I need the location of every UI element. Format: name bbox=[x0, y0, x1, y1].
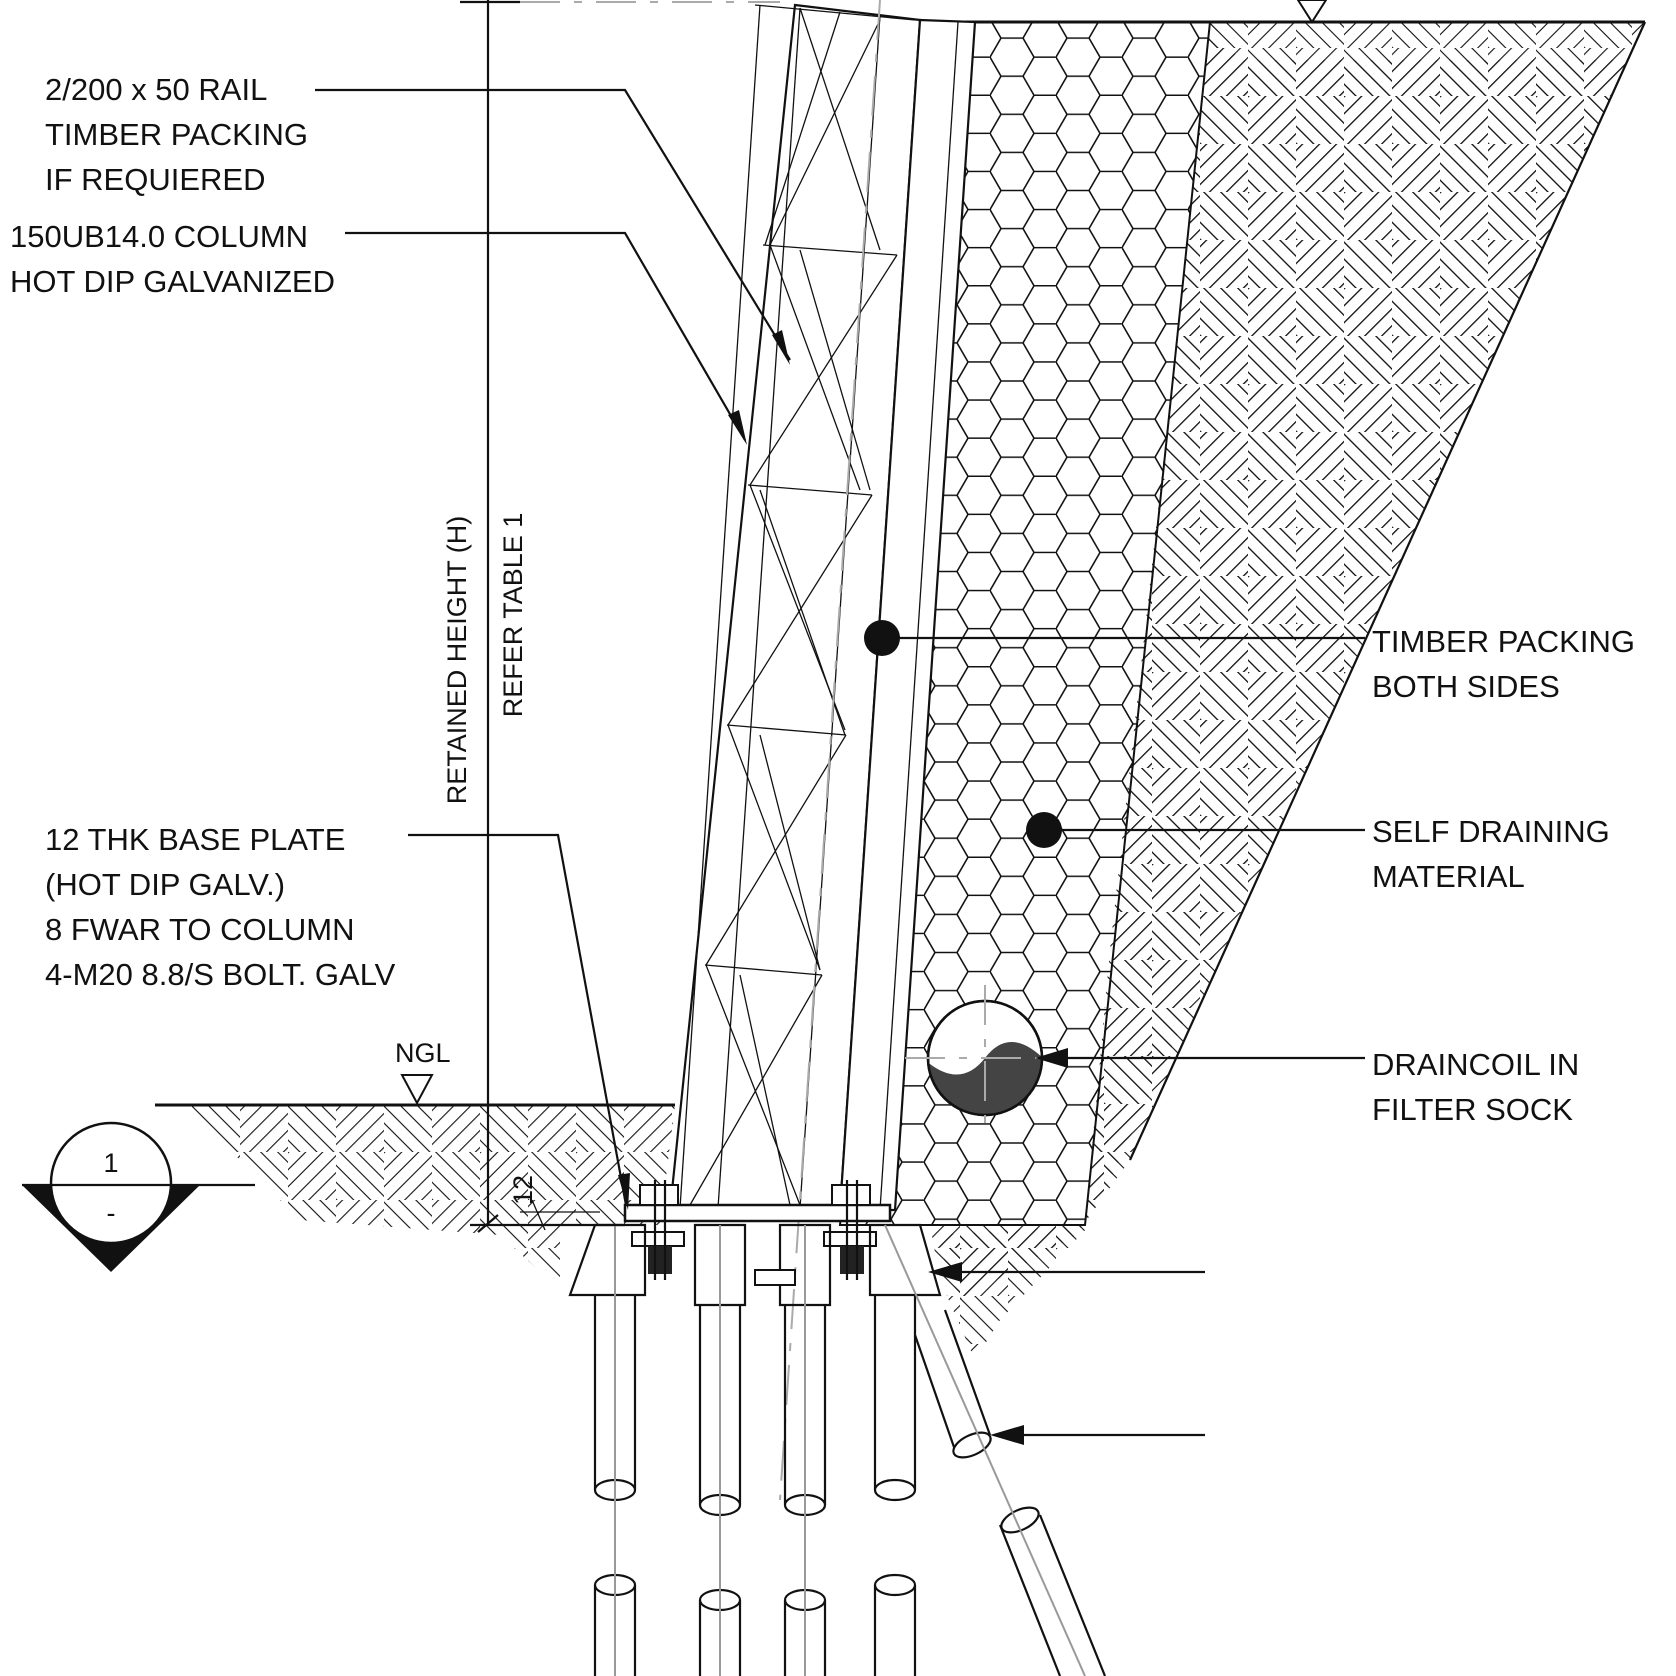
draincoil-label-line-2: FILTER SOCK bbox=[1372, 1092, 1573, 1127]
column-label-line-2: HOT DIP GALVANIZED bbox=[10, 264, 335, 299]
retained-soil-hatch-upper bbox=[1085, 22, 1645, 1225]
ngl-level-marker bbox=[400, 1074, 434, 1106]
timber-packing-label-line-1: TIMBER PACKING bbox=[1372, 624, 1635, 659]
self-draining-label: SELF DRAINING MATERIAL bbox=[1372, 814, 1618, 894]
steel-column bbox=[838, 18, 977, 1212]
rail-label-line-1: 2/200 x 50 RAIL bbox=[45, 72, 267, 107]
baseplate-label-line-4: 4-M20 8.8/S BOLT. GALV bbox=[45, 957, 396, 992]
draincoil-label-line-1: DRAINCOIL IN bbox=[1372, 1047, 1579, 1082]
baseplate-label-line-2: (HOT DIP GALV.) bbox=[45, 867, 285, 902]
retained-height-label: RETAINED HEIGHT (H) bbox=[442, 516, 472, 805]
column-label-line-1: 150UB14.0 COLUMN bbox=[10, 219, 308, 254]
retained-height-dimension bbox=[460, 0, 780, 1233]
base-plate-assembly bbox=[568, 1180, 942, 1307]
timber-rail-cross-bracing bbox=[679, 4, 916, 1209]
top-level-marker bbox=[1296, 0, 1328, 24]
ngl-label: NGL bbox=[395, 1038, 451, 1068]
refer-table-label: REFER TABLE 1 bbox=[498, 513, 528, 718]
leader-lines bbox=[315, 88, 1365, 1445]
baseplate-label-line-3: 8 FWAR TO COLUMN bbox=[45, 912, 354, 947]
rail-label-line-3: IF REQUIERED bbox=[45, 162, 265, 197]
column-centerline bbox=[779, 0, 881, 1501]
timber-packing-label: TIMBER PACKING BOTH SIDES bbox=[1372, 624, 1644, 704]
section-marker bbox=[22, 1121, 255, 1272]
section-sheet: - bbox=[107, 1198, 116, 1228]
timber-packing-label-line-2: BOTH SIDES bbox=[1372, 669, 1560, 704]
section-number: 1 bbox=[103, 1148, 118, 1178]
self-draining-label-line-2: MATERIAL bbox=[1372, 859, 1525, 894]
soil-beneath-plate-right bbox=[930, 1225, 1090, 1360]
plate-thickness-dim: 12 bbox=[508, 1175, 538, 1205]
rail-label: 2/200 x 50 RAIL TIMBER PACKING IF REQUIE… bbox=[45, 72, 317, 197]
self-draining-label-line-1: SELF DRAINING bbox=[1372, 814, 1610, 849]
natural-ground-soil-hatch bbox=[185, 1105, 675, 1290]
baseplate-label-line-1: 12 THK BASE PLATE bbox=[45, 822, 345, 857]
column-label: 150UB14.0 COLUMN HOT DIP GALVANIZED bbox=[10, 219, 335, 299]
draincoil-label: DRAINCOIL IN FILTER SOCK bbox=[1372, 1047, 1588, 1127]
draincoil-pipe bbox=[905, 985, 1065, 1130]
rail-label-line-2: TIMBER PACKING bbox=[45, 117, 308, 152]
baseplate-label: 12 THK BASE PLATE (HOT DIP GALV.) 8 FWAR… bbox=[45, 822, 396, 992]
